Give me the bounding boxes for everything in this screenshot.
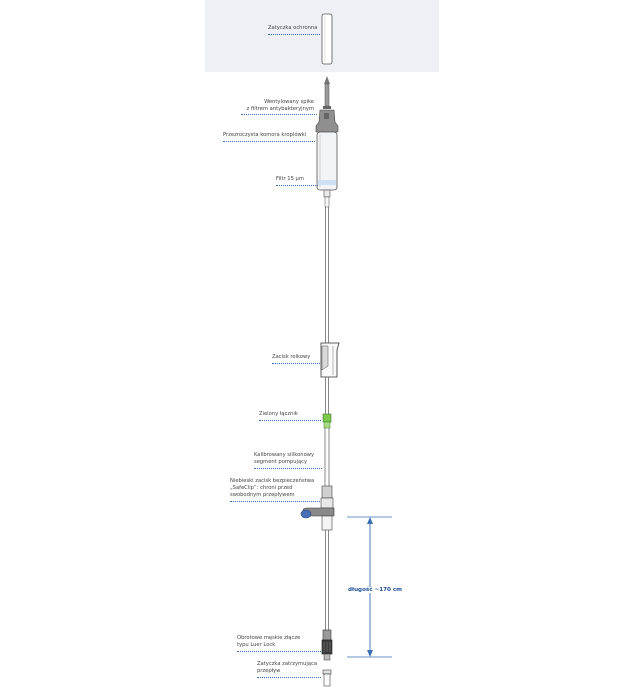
roller-clamp: [320, 342, 340, 378]
label-spike-1: Wentylowany spike: [264, 99, 314, 105]
protective-cap: [321, 13, 333, 65]
label-protective-cap: Zatyczka ochronna: [268, 25, 318, 31]
label-silicone-2: segment pompujący: [254, 459, 308, 465]
leader-safeclip: [230, 501, 320, 502]
safeclip: [300, 485, 335, 531]
leader-silicone: [254, 468, 322, 469]
tubing-lower: [325, 530, 329, 630]
drip-chamber: [316, 131, 338, 208]
label-stop-cap-2: przepływ: [257, 668, 281, 674]
leader-luer: [237, 651, 321, 652]
leader-roller-clamp: [272, 363, 320, 364]
label-luer-1: Obrotowe męskie złącze: [237, 635, 301, 641]
leader-spike: [241, 114, 317, 115]
label-drip-chamber: Przezroczysta komora kroplówki: [223, 132, 307, 138]
label-luer-2: typu Luer Lock: [237, 642, 276, 648]
leader-green-connector: [259, 420, 321, 421]
label-roller-clamp: Zacisk rolkowy: [272, 354, 311, 360]
flow-stop-cap: [322, 669, 332, 687]
leader-drip-chamber: [223, 141, 315, 142]
label-filter: Filtr 15 µm: [276, 176, 304, 182]
label-safeclip-2: „SafeClip”: chroni przed: [230, 485, 293, 491]
leader-stop-cap: [257, 677, 321, 678]
tubing-middle: [325, 377, 329, 414]
silicone-pump-segment: [324, 428, 330, 486]
label-safeclip-3: swobodnym przepływem: [230, 492, 295, 498]
label-spike-2: z filtrem antybakteryjnym: [246, 106, 314, 112]
tubing-upper: [325, 207, 329, 345]
leader-protective-cap: [268, 34, 320, 35]
label-safeclip-1: Niebieski zacisk bezpieczeństwa: [230, 478, 315, 484]
vented-spike: [315, 76, 339, 133]
label-green-connector: Zielony łącznik: [259, 411, 298, 417]
leader-filter: [276, 185, 318, 186]
luer-lock-connector: [321, 629, 333, 661]
label-stop-cap-1: Zatyczka zatrzymująca: [257, 661, 318, 667]
green-connector: [322, 413, 332, 429]
length-label: długość ~170 cm: [346, 587, 404, 593]
label-silicone-1: Kalibrowany silikonowy: [254, 452, 315, 458]
